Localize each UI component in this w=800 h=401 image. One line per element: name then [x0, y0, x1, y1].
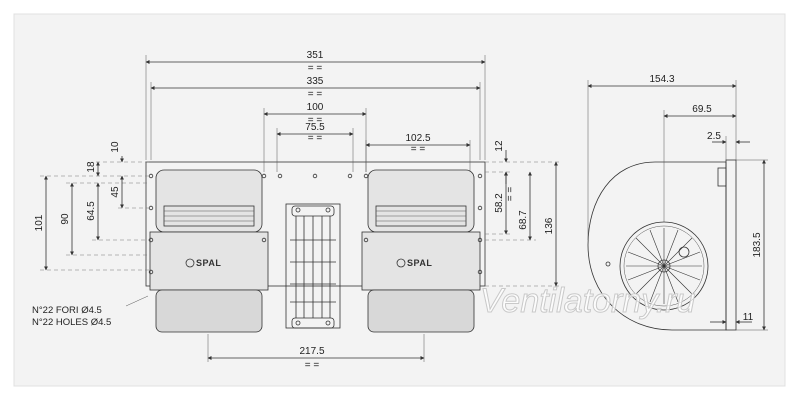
- dim-label-10: 10: [110, 141, 121, 153]
- dim-label-75-5: 75.5: [305, 122, 325, 133]
- dimension-69-5: 69.5: [663, 104, 737, 222]
- dim-label-351: 351: [307, 50, 324, 61]
- dim-label-64-5: 64.5: [86, 201, 97, 221]
- holes-note-italian: N°22 FORI Ø4.5: [32, 305, 102, 316]
- holes-note-english: N°22 HOLES Ø4.5: [32, 317, 111, 328]
- right-housing-top: [367, 169, 475, 233]
- dimension-100: 100 = =: [263, 102, 367, 172]
- dim-label-101: 101: [34, 214, 45, 231]
- dimension-183-5: 183.5: [736, 159, 768, 331]
- dim-label-154-3: 154.3: [649, 74, 674, 85]
- dim-label-58-2: 58.2: [494, 193, 505, 213]
- side-flange: [725, 159, 737, 331]
- dimension-11: 11: [710, 312, 754, 324]
- dimension-154-3: 154.3: [587, 74, 737, 240]
- mounting-plate: [145, 161, 486, 287]
- dimension-75-5: 75.5 = =: [276, 122, 354, 172]
- svg-text:= =: = =: [308, 133, 323, 144]
- svg-text:= =: = =: [505, 187, 516, 202]
- dim-label-90: 90: [60, 213, 71, 225]
- dim-label-2-5: 2.5: [707, 131, 721, 142]
- scroll-housing: [587, 161, 727, 331]
- dimension-335: 335 = =: [150, 76, 481, 160]
- brand-label-right: SPAL: [407, 258, 432, 268]
- motor-cage: [285, 203, 341, 329]
- front-view: SPAL SPAL 351 = = 335 = = 100 = =: [32, 50, 560, 371]
- left-vertical-dimensions: 101 90 64.5 18 45 10: [34, 141, 150, 271]
- dim-label-11: 11: [743, 312, 754, 323]
- svg-text:= =: = =: [308, 89, 323, 100]
- svg-text:= =: = =: [308, 115, 323, 126]
- dim-label-69-5: 69.5: [692, 104, 712, 115]
- dim-label-335: 335: [307, 76, 324, 87]
- brand-label-left: SPAL: [196, 258, 221, 268]
- dim-label-102-5: 102.5: [405, 133, 430, 144]
- dimension-2-5: 2.5: [707, 131, 750, 160]
- left-housing-bottom: [155, 289, 263, 333]
- dim-label-45: 45: [110, 186, 121, 198]
- dim-label-136: 136: [544, 217, 555, 234]
- spal-logo-right: SPAL: [396, 258, 432, 268]
- dim-label-100: 100: [307, 102, 324, 113]
- dim-label-18: 18: [86, 161, 97, 173]
- side-view: 154.3 69.5 2.5 183.5 11: [587, 74, 768, 331]
- dim-label-217-5: 217.5: [299, 346, 324, 357]
- dimension-351: 351 = =: [145, 50, 486, 160]
- dimension-217-5: 217.5 = =: [207, 334, 425, 371]
- svg-text:= =: = =: [308, 63, 323, 74]
- dim-label-12: 12: [494, 140, 505, 152]
- dim-label-183-5: 183.5: [752, 232, 763, 257]
- svg-text:= =: = =: [305, 360, 320, 371]
- watermark-text: Ventilatorny.ru: [480, 282, 696, 320]
- left-housing-mid: [149, 231, 269, 291]
- right-housing-bottom: [367, 289, 475, 333]
- left-housing-top: [155, 169, 263, 233]
- right-vertical-dimensions: 12 58.2 = = 68.7 136: [485, 140, 560, 287]
- spal-logo-left: SPAL: [185, 258, 221, 268]
- dim-label-68-7: 68.7: [518, 210, 529, 230]
- svg-text:= =: = =: [411, 144, 426, 155]
- dimension-102-5: 102.5 = =: [365, 133, 471, 172]
- right-housing-mid: [361, 231, 481, 291]
